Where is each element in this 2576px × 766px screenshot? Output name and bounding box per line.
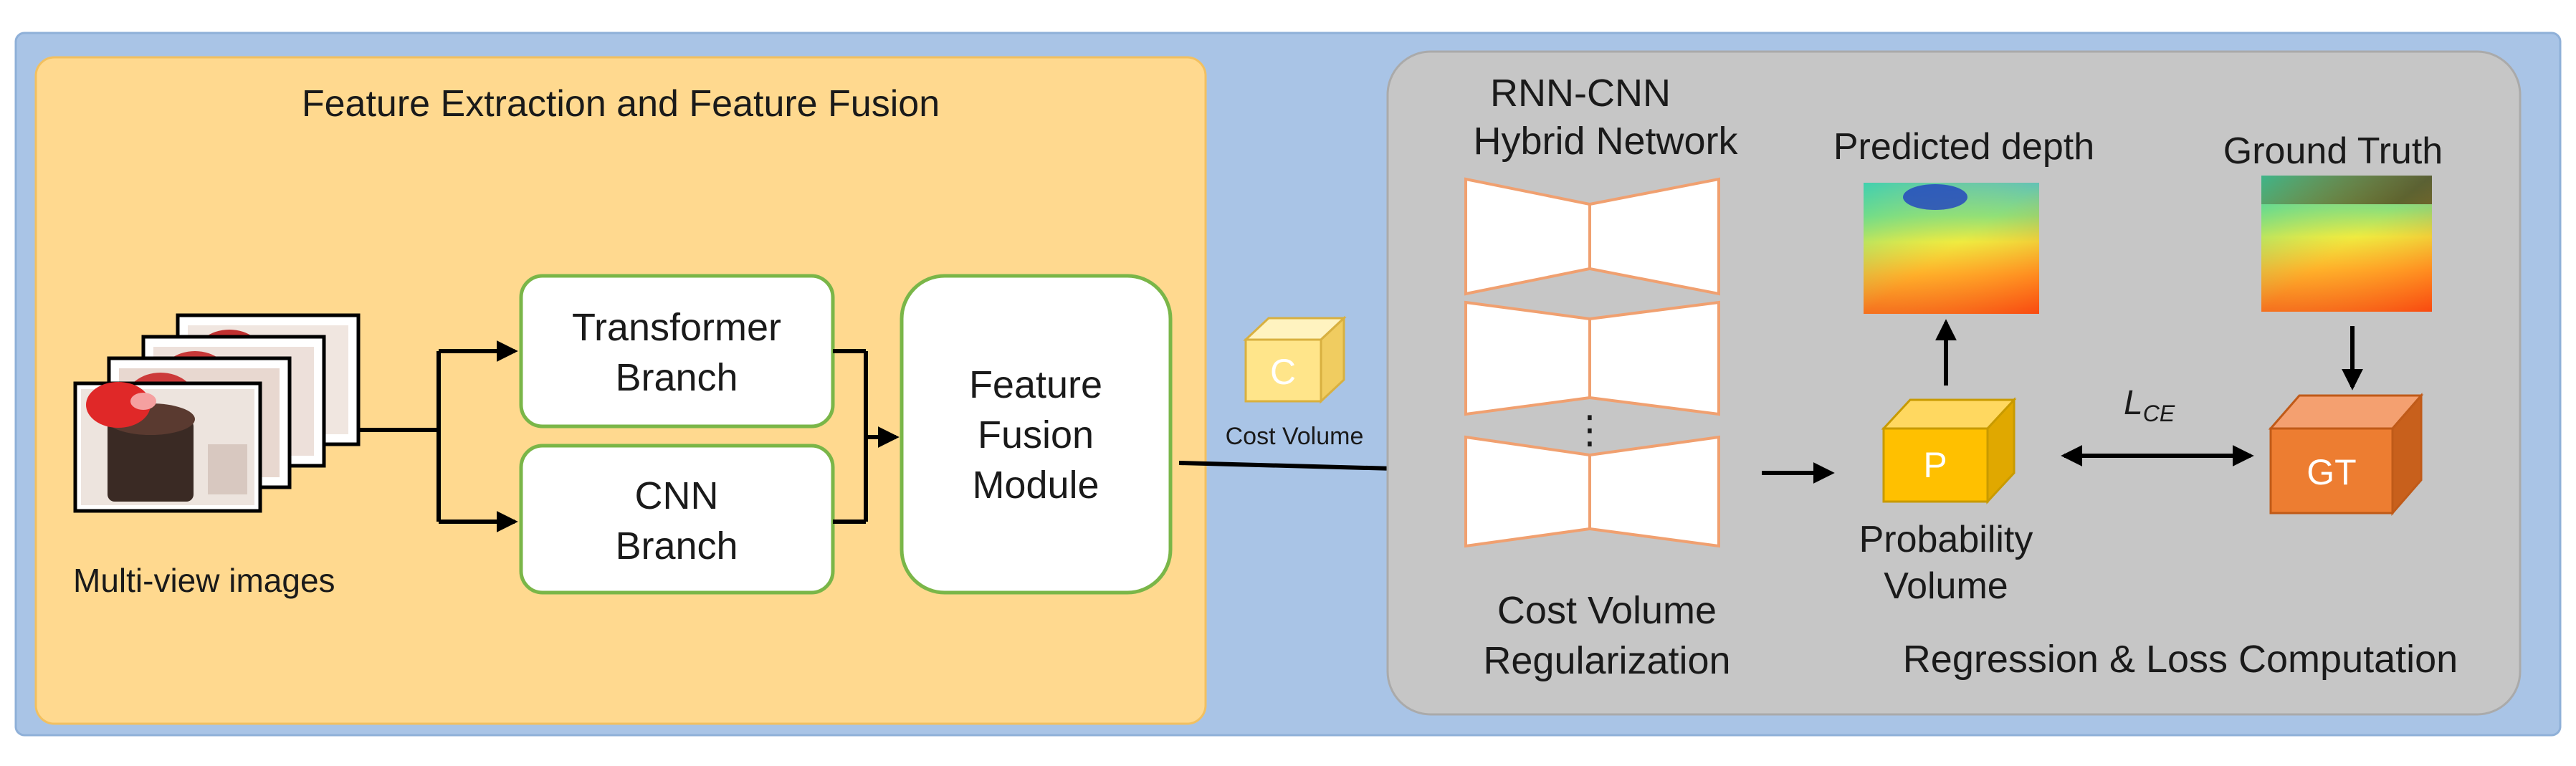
transformer-branch-line1: Transformer: [572, 306, 781, 349]
cost-volume-connector: C Cost Volume: [1178, 315, 1451, 481]
branch-split-connector: [358, 340, 518, 532]
regularization-regression-panel: RNN-CNN Hybrid Network ⋮ Cost Volume Reg…: [1386, 50, 2522, 716]
encoder-decoder-block-1: [1464, 177, 1720, 296]
transformer-branch-block: Transformer Branch: [519, 274, 835, 429]
regression-loss-section-label: Regression & Loss Computation: [1903, 638, 2458, 681]
regularization-label-line1: Cost Volume: [1497, 589, 1717, 632]
probability-volume-cube: P: [1881, 397, 2017, 504]
predicted-depth-map: [1864, 183, 2039, 314]
probability-cube-letter: P: [1923, 445, 1947, 485]
feature-extraction-panel: Feature Extraction and Feature Fusion: [34, 56, 1207, 725]
encoder-decoder-block-2: [1464, 300, 1720, 416]
left-panel-title: Feature Extraction and Feature Fusion: [302, 83, 940, 125]
network-title-line2: Hybrid Network: [1473, 120, 1738, 163]
branch-merge-connector: [833, 349, 900, 524]
loss-label-subscript: CE: [2143, 401, 2175, 426]
cnn-branch-block: CNN Branch: [519, 444, 835, 595]
cost-volume-cube-letter: C: [1270, 352, 1296, 392]
fusion-module-line2: Fusion: [978, 413, 1094, 456]
network-title-line1: RNN-CNN: [1490, 72, 1671, 115]
predicted-depth-label: Predicted depth: [1833, 126, 2094, 168]
view-image-1: [73, 381, 262, 513]
cost-volume-cube: C: [1243, 315, 1347, 404]
regularization-label-line2: Regularization: [1483, 639, 1730, 682]
encoder-decoder-stack: [1464, 177, 1720, 548]
cost-volume-label: Cost Volume: [1226, 423, 1364, 450]
multi-view-images-label: Multi-view images: [73, 562, 335, 599]
gt-cube-letter: GT: [2307, 452, 2356, 492]
loss-label-main: L: [2124, 384, 2143, 422]
fusion-module-line1: Feature: [969, 363, 1102, 406]
cnn-branch-line2: Branch: [615, 525, 738, 568]
cnn-branch-line1: CNN: [635, 474, 719, 517]
loss-label: LCE: [2124, 384, 2175, 426]
ground-truth-label: Ground Truth: [2223, 130, 2443, 172]
fusion-module-line3: Module: [972, 464, 1099, 507]
feature-fusion-module-block: Feature Fusion Module: [900, 274, 1173, 595]
stack-ellipsis: ⋮: [1570, 408, 1609, 451]
ground-truth-cube: GT: [2268, 392, 2424, 517]
probability-volume-line2: Volume: [1884, 565, 2008, 607]
encoder-decoder-block-3: [1464, 435, 1720, 548]
probability-volume-line1: Probability: [1859, 519, 2033, 560]
transformer-branch-line2: Branch: [615, 356, 738, 399]
ground-truth-depth-map: [2261, 176, 2432, 312]
multi-view-images: [73, 313, 361, 513]
